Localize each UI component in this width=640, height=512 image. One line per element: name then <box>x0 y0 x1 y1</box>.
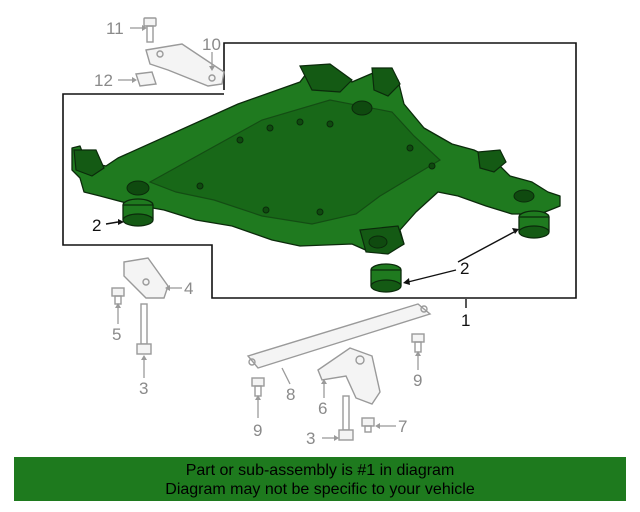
bolt-hole <box>316 208 324 216</box>
callout-9-right: 9 <box>413 371 422 390</box>
crossmember-assembly[interactable] <box>71 63 561 255</box>
bracket-4[interactable] <box>123 257 169 299</box>
bracket-10[interactable] <box>145 43 225 87</box>
mount-hole <box>126 180 150 196</box>
crossmember-deck <box>148 99 441 225</box>
bolt-hole <box>296 118 304 126</box>
bolt-hole <box>406 144 414 152</box>
bolt-7[interactable] <box>361 417 375 433</box>
callout-9-left: 9 <box>253 421 262 440</box>
bolt-9-right[interactable] <box>411 333 425 353</box>
callout-2-right: 2 <box>460 259 469 278</box>
callout-3-bottom: 3 <box>306 429 315 448</box>
bolt-5[interactable] <box>111 287 125 305</box>
bolt-hole <box>196 182 204 190</box>
callout-5: 5 <box>112 325 121 344</box>
bolt-11[interactable] <box>143 17 157 43</box>
callout-6: 6 <box>318 399 327 418</box>
mount-hole <box>351 100 373 116</box>
bolt-3-left[interactable] <box>136 303 152 355</box>
bushing-left[interactable] <box>122 198 154 227</box>
mount-hole <box>368 235 388 249</box>
rear-tower-right <box>371 67 401 97</box>
clip-12[interactable] <box>135 71 157 87</box>
callout-3-left: 3 <box>139 379 148 398</box>
bolt-hole <box>262 206 270 214</box>
bracket-6[interactable] <box>317 347 381 405</box>
callout-1: 1 <box>461 311 470 330</box>
callout-10: 10 <box>202 35 221 54</box>
banner-line-1: Part or sub-assembly is #1 in diagram <box>185 462 455 479</box>
bushing-right[interactable] <box>518 210 550 239</box>
callout-12: 12 <box>94 71 113 90</box>
bushing-front[interactable] <box>370 263 402 293</box>
callout-8: 8 <box>286 385 295 404</box>
mount-hole <box>513 189 535 203</box>
bolt-hole <box>236 136 244 144</box>
left-arm <box>73 149 105 177</box>
right-arm <box>477 149 507 173</box>
callout-7: 7 <box>398 417 407 436</box>
bolt-hole <box>266 124 274 132</box>
bolt-hole <box>428 162 436 170</box>
info-banner: Part or sub-assembly is #1 in diagram Di… <box>14 457 626 501</box>
rear-tower <box>299 63 353 93</box>
bolt-3-bottom[interactable] <box>338 395 354 441</box>
callout-2-left: 2 <box>92 216 101 235</box>
callout-11: 11 <box>106 19 124 38</box>
assembly-frame <box>62 42 577 299</box>
callout-4: 4 <box>184 279 193 298</box>
banner-line-2: Diagram may not be specific to your vehi… <box>165 481 475 498</box>
parts-diagram: 11 10 12 2 2 1 4 5 3 8 6 9 9 3 7 <box>62 17 577 448</box>
bolt-9-left[interactable] <box>251 377 265 397</box>
bolt-hole <box>326 120 334 128</box>
